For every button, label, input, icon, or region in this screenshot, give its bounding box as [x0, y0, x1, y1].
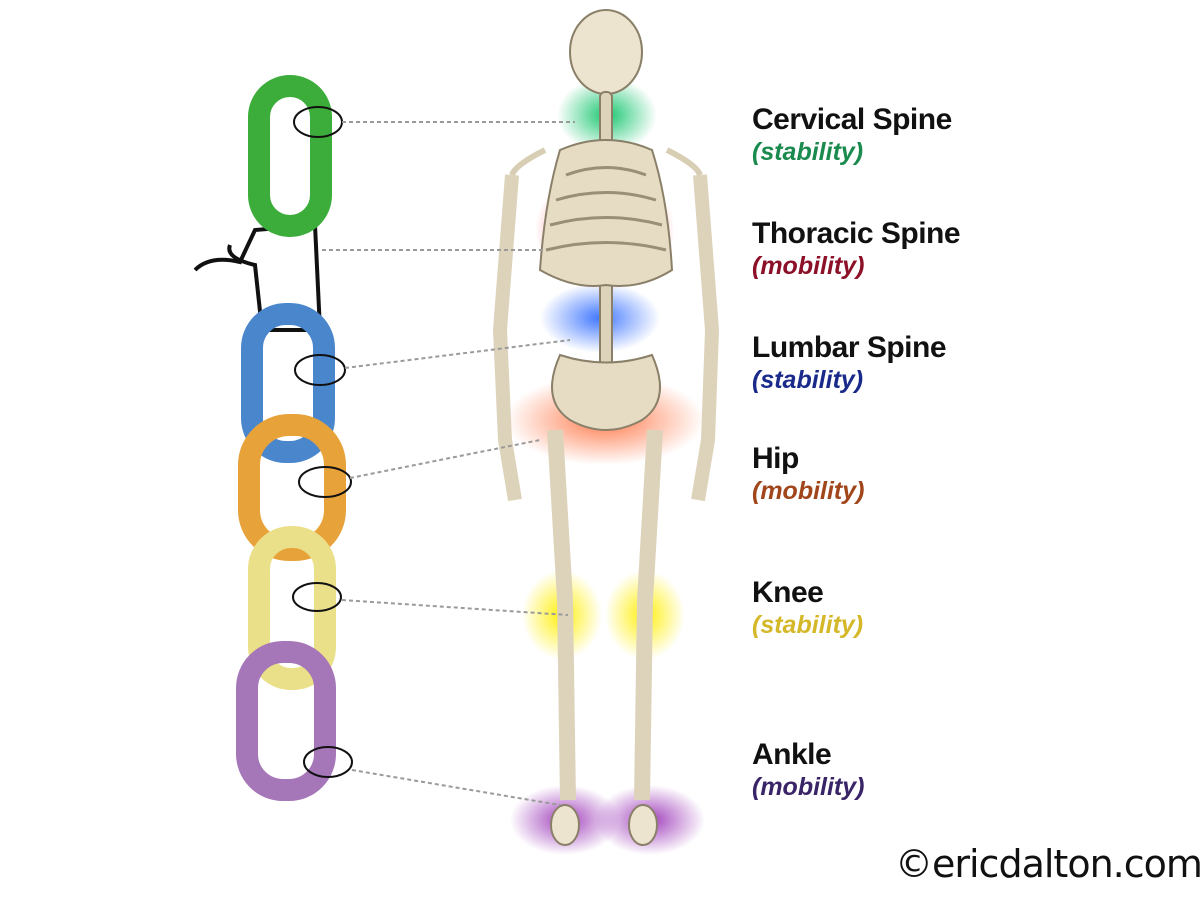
- segment-role: (mobility): [752, 773, 865, 801]
- label-lumbar-spine: Lumbar Spine (stability): [752, 331, 947, 395]
- label-knee: Knee (stability): [752, 576, 863, 640]
- label-hip: Hip (mobility): [752, 442, 865, 506]
- segment-role: (mobility): [752, 252, 865, 280]
- segment-name: Knee: [752, 576, 824, 609]
- chain: [236, 75, 346, 801]
- segment-role: (stability): [752, 138, 864, 166]
- left-foot: [550, 804, 580, 846]
- segment-role: (stability): [752, 611, 864, 639]
- ribcage: [538, 139, 674, 287]
- wire-loop: [193, 222, 323, 332]
- chain-link-yellow: [248, 526, 336, 690]
- right-leg: [634, 429, 663, 801]
- chain-link-blue: [241, 303, 335, 463]
- label-ankle: Ankle (mobility): [752, 738, 865, 802]
- right-foot: [628, 804, 658, 846]
- segment-role: (stability): [752, 366, 864, 394]
- segment-role: (mobility): [752, 477, 865, 505]
- segment-name: Thoracic Spine: [752, 217, 961, 250]
- copyright-credit: ©ericdalton.com: [895, 842, 1200, 886]
- chain-link-purple: [236, 641, 336, 801]
- skull: [569, 9, 643, 95]
- segment-name: Hip: [752, 442, 799, 475]
- right-arm: [691, 174, 720, 502]
- skeleton: [492, 9, 720, 846]
- chain-link-green: [248, 75, 332, 237]
- link-markers: [292, 106, 353, 778]
- leader-lines: [322, 121, 575, 806]
- left-arm: [492, 174, 522, 502]
- segment-name: Cervical Spine: [752, 103, 952, 136]
- left-leg: [547, 429, 576, 801]
- chain-link-orange: [238, 414, 346, 561]
- segment-name: Lumbar Spine: [752, 331, 947, 364]
- label-cervical-spine: Cervical Spine (stability): [752, 103, 952, 167]
- pelvis: [551, 353, 661, 431]
- label-thoracic-spine: Thoracic Spine (mobility): [752, 217, 961, 281]
- segment-name: Ankle: [752, 738, 832, 771]
